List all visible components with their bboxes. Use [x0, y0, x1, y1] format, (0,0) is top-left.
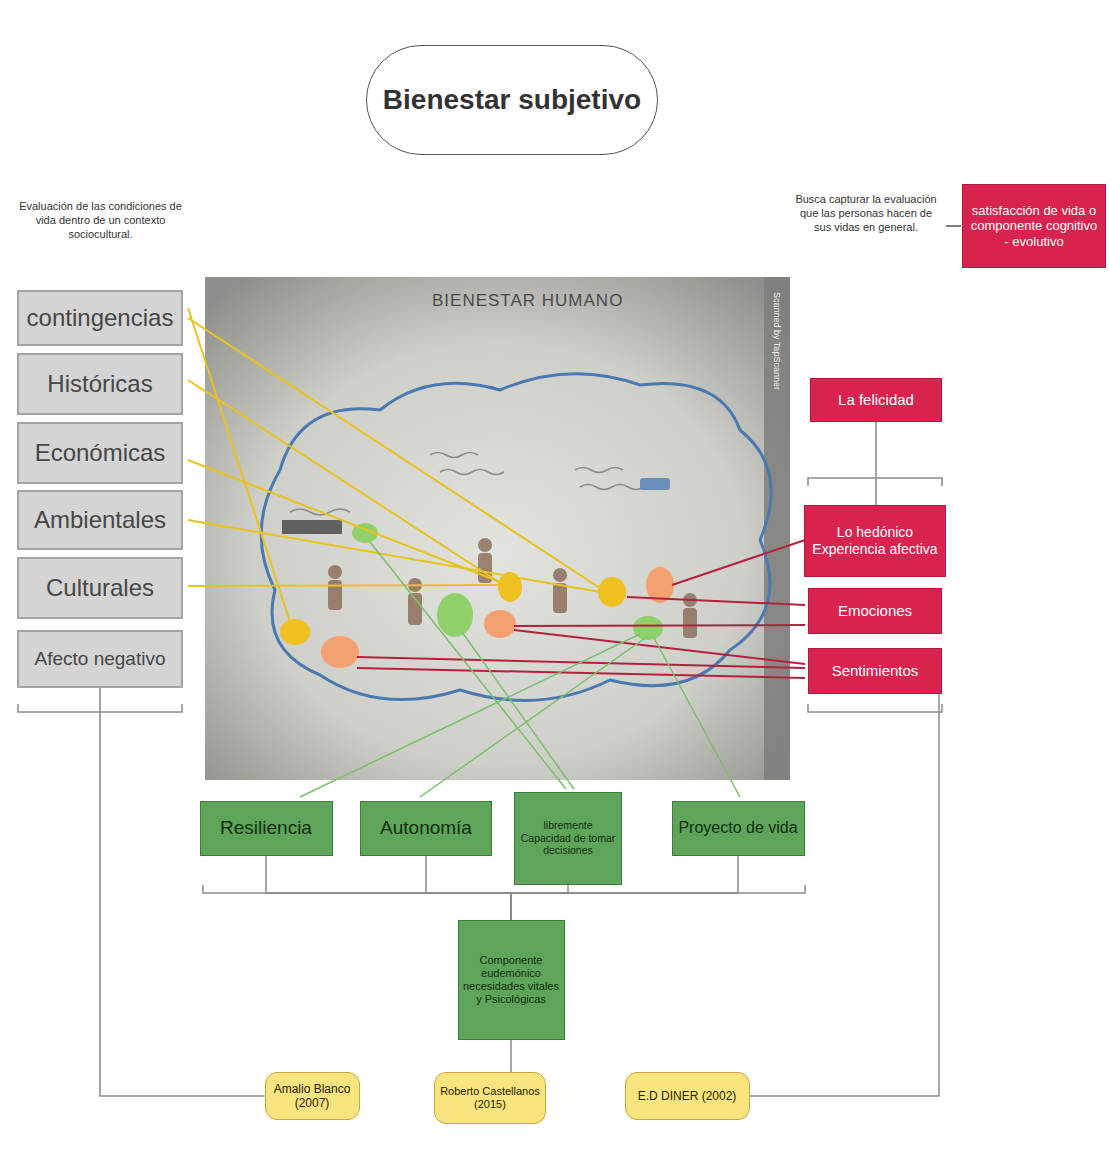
connector	[511, 885, 568, 921]
figure-head	[478, 538, 492, 552]
leader-line	[420, 636, 648, 797]
author-box: Amalio Blanco (2007)	[265, 1072, 360, 1120]
poster-title: BIENESTAR HUMANO	[432, 290, 623, 311]
eudaimonic-box: Componente eudemónico necesidades vitale…	[458, 920, 565, 1040]
scribble	[440, 470, 504, 475]
leader-line	[462, 632, 574, 789]
connector	[266, 856, 511, 921]
factor-box: contingencias	[17, 290, 183, 346]
node-text: La felicidad	[838, 391, 914, 409]
hedonic-box: La felicidad	[810, 378, 942, 422]
leader-line	[946, 225, 961, 227]
leader-line	[654, 638, 740, 797]
group-bracket	[808, 478, 942, 486]
figure-body	[683, 608, 697, 638]
node-text: Económicas	[35, 439, 166, 468]
figure-body	[328, 580, 342, 610]
factor-box: Afecto negativo	[17, 630, 183, 688]
dot	[280, 619, 310, 645]
eudaimonic-box: libremente Capacidad de tomar decisiones	[514, 792, 622, 885]
node-text: Componente eudemónico necesidades vitale…	[463, 954, 560, 1007]
factor-box: Económicas	[17, 422, 183, 484]
connector	[100, 688, 265, 1096]
dot	[598, 577, 626, 607]
node-text: Lo hedónico Experiencia afectiva	[809, 524, 941, 558]
dot	[437, 593, 473, 637]
figure-body	[553, 583, 567, 613]
node-text: Ambientales	[34, 506, 166, 535]
author-box: E.D DINER (2002)	[625, 1072, 750, 1120]
watermark: Scanned by TapScanner	[771, 292, 782, 390]
connector	[426, 856, 511, 921]
scribble	[580, 485, 644, 490]
node-text: Roberto Castellanos (2015)	[439, 1085, 541, 1111]
node-text: Bienestar subjetivo	[383, 83, 641, 117]
hedonic-box: Sentimientos	[808, 648, 942, 694]
node-text: satisfacción de vida o componente cognit…	[967, 203, 1101, 250]
leader-line	[188, 380, 502, 584]
connector	[875, 422, 877, 505]
hedonic-box: Lo hedónico Experiencia afectiva	[804, 505, 946, 577]
figure-head	[553, 568, 567, 582]
figure-head	[328, 565, 342, 579]
eudaimonic-box: Autonomía	[360, 801, 492, 856]
tag	[282, 520, 342, 534]
leader-line	[188, 460, 500, 582]
node-text: Autonomía	[380, 817, 472, 840]
factor-box: Ambientales	[17, 490, 183, 550]
dot	[484, 610, 516, 638]
node-text: Históricas	[47, 370, 152, 399]
node-text: Amalio Blanco (2007)	[270, 1082, 355, 1111]
node-text: E.D DINER (2002)	[638, 1089, 737, 1103]
scribbles	[290, 453, 644, 516]
green-leaders	[300, 542, 740, 797]
eudaimonic-box: Resiliencia	[200, 801, 333, 856]
photo-ground	[205, 277, 790, 780]
node-text: contingencias	[27, 304, 174, 333]
group-bracket	[808, 704, 942, 712]
scribble	[575, 468, 623, 473]
leader-line	[627, 597, 805, 605]
brackets	[18, 226, 961, 893]
photo-edge	[764, 277, 790, 780]
leader-line	[357, 668, 805, 678]
hedonic-box: Emociones	[808, 588, 942, 634]
yellow-leaders	[188, 308, 600, 622]
scribble	[430, 453, 478, 458]
hedonic-box: satisfacción de vida o componente cognit…	[962, 184, 1106, 268]
node-text: Sentimientos	[832, 662, 919, 680]
node-text: Culturales	[46, 574, 154, 603]
leader-line	[672, 540, 805, 585]
leader-line	[514, 625, 805, 626]
group-bracket	[203, 885, 805, 893]
leader-line	[188, 520, 600, 592]
factor-box: Culturales	[17, 557, 183, 619]
note-text: Evaluación de las condiciones de vida de…	[8, 200, 193, 241]
tag	[640, 478, 670, 490]
dot	[321, 636, 359, 668]
eudaimonic-box: Proyecto de vida	[672, 801, 805, 856]
title-pill: Bienestar subjetivo	[366, 45, 658, 155]
leader-line	[188, 318, 600, 588]
connector	[750, 694, 940, 1096]
author-box: Roberto Castellanos (2015)	[434, 1072, 546, 1124]
factor-box: Históricas	[17, 353, 183, 415]
node-text: Afecto negativo	[35, 648, 166, 671]
node-text: Proyecto de vida	[678, 818, 797, 837]
red-leaders	[357, 540, 805, 678]
node-text: Emociones	[838, 602, 912, 620]
note-text: Busca capturar la evaluación que las per…	[791, 193, 941, 234]
node-text: libremente Capacidad de tomar decisiones	[519, 819, 617, 857]
connector	[510, 1040, 512, 1072]
leader-line	[370, 542, 566, 789]
leader-line	[300, 634, 640, 797]
node-text: Resiliencia	[220, 817, 312, 840]
leader-line	[188, 585, 498, 586]
